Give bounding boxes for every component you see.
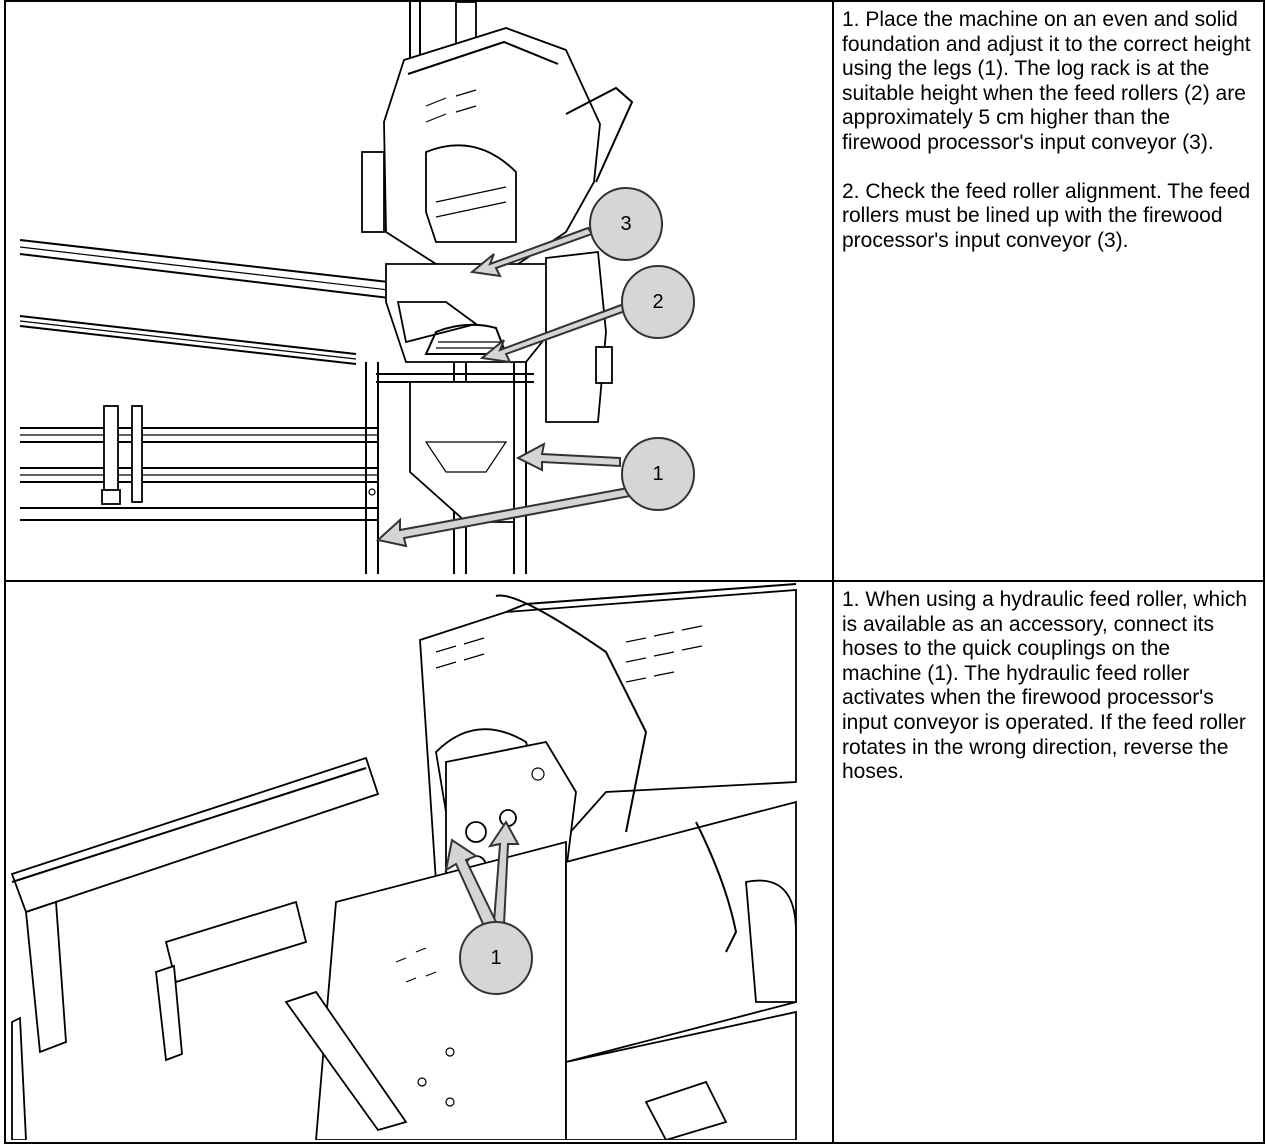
figure-cell-1: 3 2 1 (4, 0, 834, 582)
callout-2: 2 (621, 265, 695, 339)
machine-body (361, 3, 634, 523)
instruction-paragraph-3: 1. When using a hydraulic feed roller, w… (842, 588, 1248, 784)
callout-3-label: 3 (620, 213, 631, 235)
callout-1-bottom-label: 1 (490, 947, 501, 969)
instruction-paragraph-1: 1. Place the machine on an even and soli… (842, 8, 1251, 154)
callout-1-label: 1 (652, 463, 663, 485)
pointer-arrows-bottom (444, 820, 520, 928)
callout-3: 3 (589, 187, 663, 261)
machine-drawing-bottom: 1 (10, 583, 797, 1140)
callout-1: 1 (621, 437, 695, 511)
log-rack-beams (19, 239, 407, 521)
callout-2-label: 2 (652, 291, 663, 313)
callout-1-bottom: 1 (459, 921, 533, 995)
figure-cell-2: 1 (4, 580, 834, 1144)
instruction-row-1: 3 2 1 1. Place the machine on an even an… (4, 0, 1265, 582)
support-legs (11, 900, 408, 1140)
pointer-arrows (375, 226, 632, 548)
text-cell-1: 1. Place the machine on an even and soli… (832, 0, 1265, 582)
input-conveyor-beam (10, 756, 380, 984)
instruction-table: 3 2 1 1. Place the machine on an even an… (4, 0, 1265, 1144)
instruction-paragraph-2: 2. Check the feed roller alignment. The … (842, 179, 1251, 252)
machine-drawing-top: 3 2 1 (19, 3, 695, 574)
instruction-row-2: 1 1. When using a hydraulic feed roller,… (4, 580, 1265, 1144)
frame-side (315, 800, 797, 1140)
text-cell-2: 1. When using a hydraulic feed roller, w… (832, 580, 1265, 1144)
